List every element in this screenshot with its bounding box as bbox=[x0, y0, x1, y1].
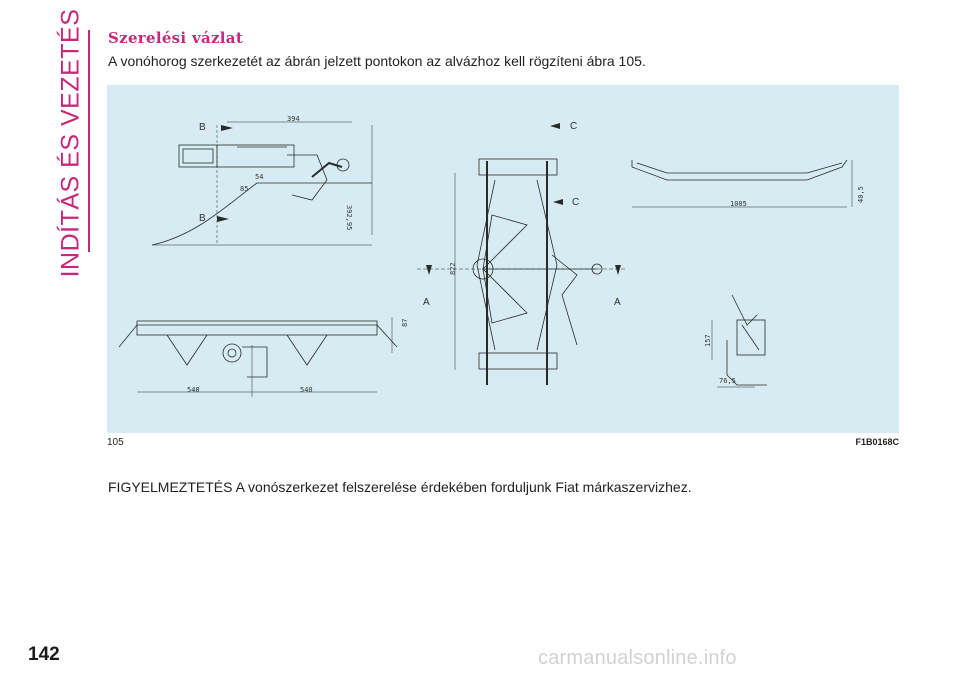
side-section-title-text: INDÍTÁS ÉS VEZETÉS bbox=[56, 8, 85, 277]
dim-40-5: 40,5 bbox=[857, 186, 865, 203]
figure-number: 105 bbox=[107, 437, 124, 448]
dim-87: 87 bbox=[401, 318, 409, 327]
figure-code: F1B0168C bbox=[855, 437, 899, 447]
page-number: 142 bbox=[28, 644, 60, 665]
section-mark-a-left: A bbox=[423, 297, 430, 308]
diagram-drawing bbox=[118, 121, 853, 397]
dim-157: 157 bbox=[704, 334, 712, 347]
dim-540-right: 540 bbox=[300, 386, 313, 394]
section-mark-c-top: C bbox=[570, 121, 578, 132]
dim-76-5: 76,5 bbox=[719, 377, 736, 385]
side-divider bbox=[88, 30, 90, 252]
dim-1005: 1005 bbox=[730, 200, 747, 208]
section-title: Szerelési vázlat bbox=[108, 29, 244, 47]
dim-392-95: 392,95 bbox=[345, 205, 353, 231]
section-mark-a-right: A bbox=[614, 297, 621, 308]
watermark: carmanualsonline.info bbox=[538, 647, 737, 669]
intro-paragraph: A vonóhorog szerkezetét az ábrán jelzett… bbox=[108, 53, 646, 69]
dim-54: 54 bbox=[255, 173, 264, 181]
side-section-title: INDÍTÁS ÉS VEZETÉS bbox=[52, 8, 90, 277]
section-mark-b-bottom: B bbox=[199, 213, 206, 224]
warning-paragraph: FIGYELMEZTETÉS A vonószerkezet felszerel… bbox=[108, 479, 692, 495]
dim-394: 394 bbox=[287, 115, 300, 123]
section-mark-c-bottom: C bbox=[572, 197, 580, 208]
tow-hook-diagram: B B C C A A 394 54 85 392,95 87 540 540 … bbox=[107, 85, 899, 433]
dim-540-left: 540 bbox=[187, 386, 200, 394]
dim-822: 822 bbox=[449, 262, 457, 275]
dim-85: 85 bbox=[240, 185, 249, 193]
section-mark-b-top: B bbox=[199, 122, 206, 133]
